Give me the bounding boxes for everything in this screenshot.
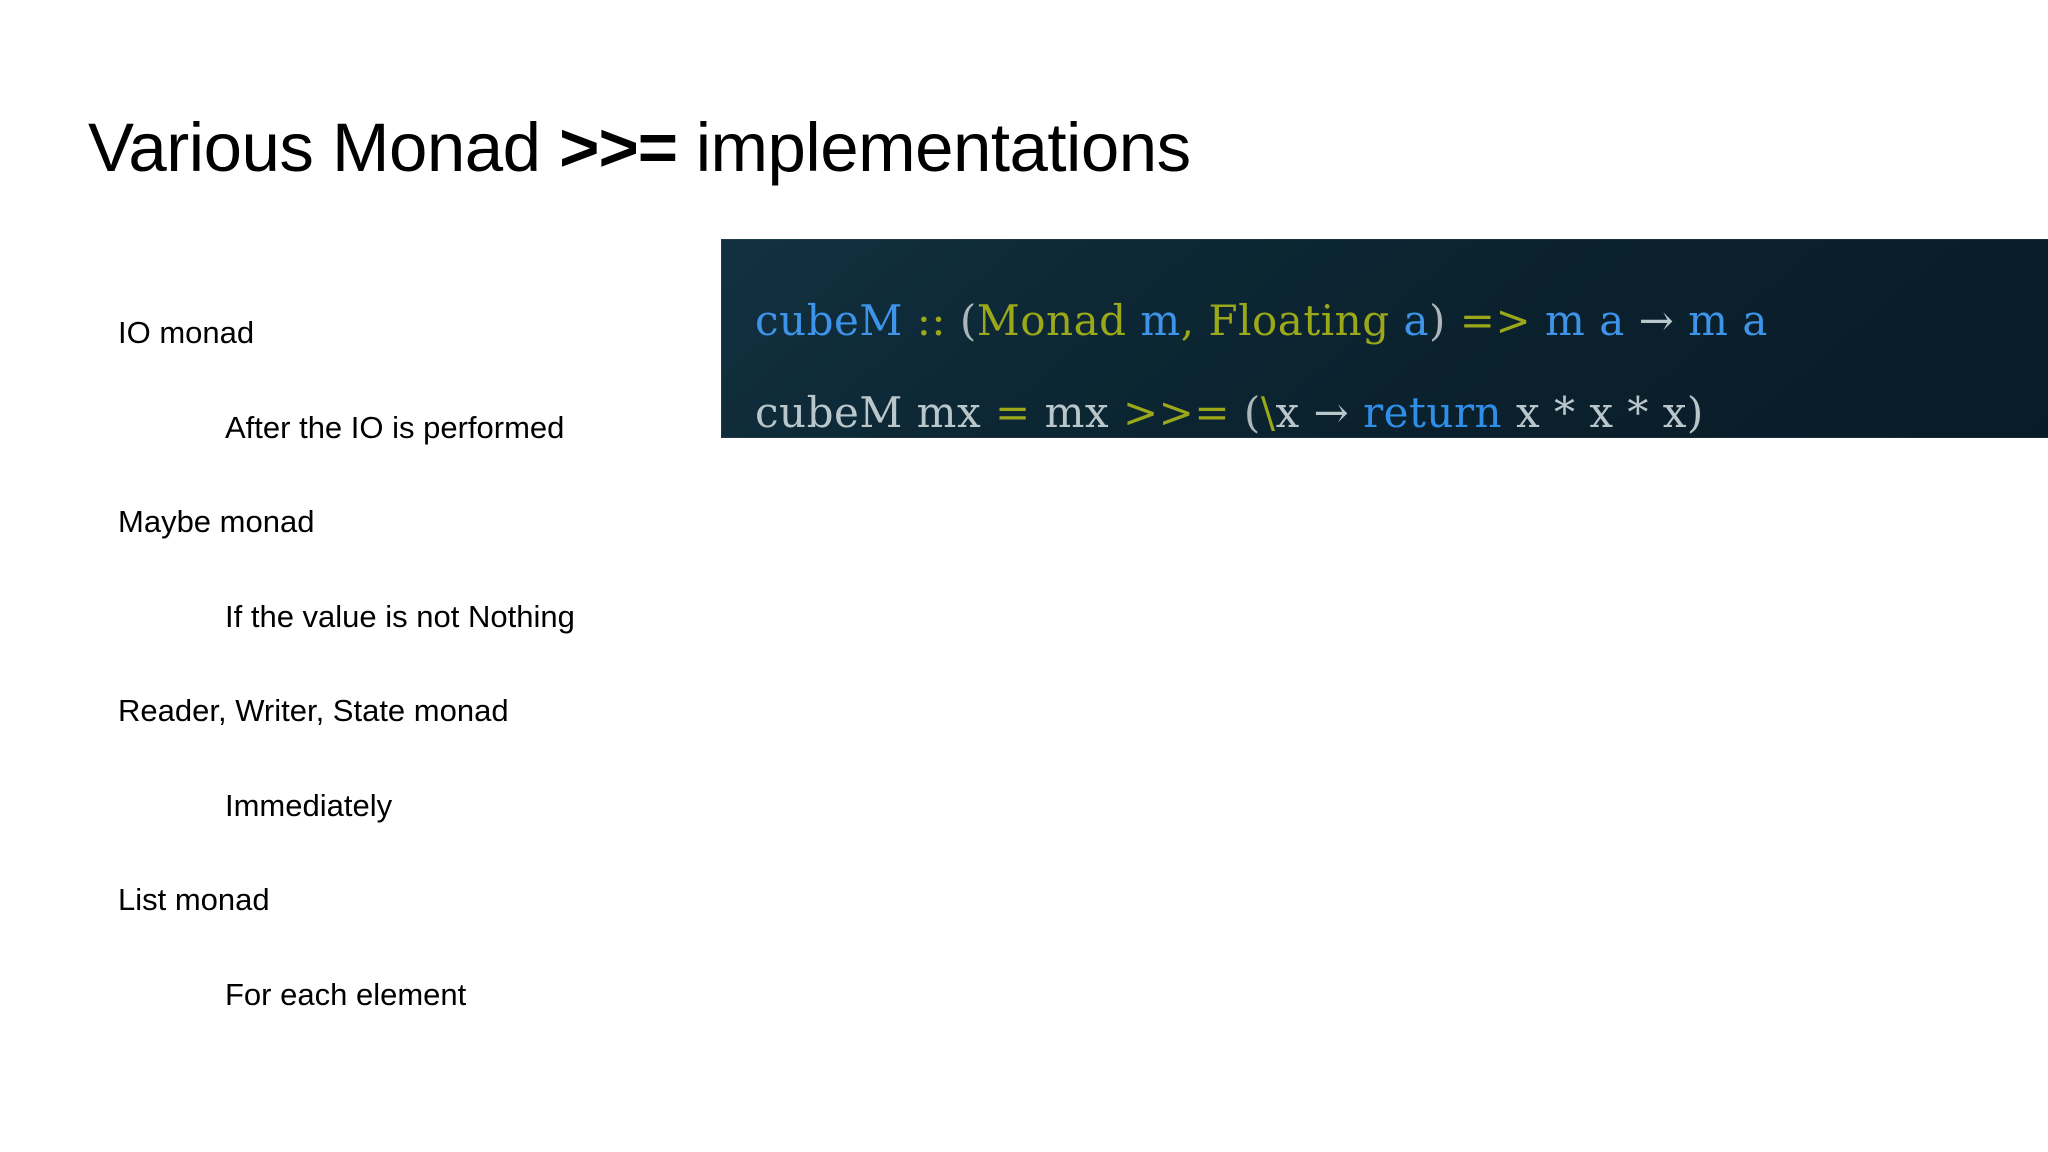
code-token	[1300, 388, 1314, 437]
code-token	[1728, 296, 1742, 345]
list-item: IO monad	[118, 315, 255, 350]
code-token: x	[1275, 388, 1300, 437]
code-token: *	[1627, 388, 1649, 437]
code-token	[1390, 296, 1404, 345]
code-token: x)	[1662, 388, 1704, 437]
code-token	[1446, 296, 1460, 345]
code-token: return	[1363, 388, 1503, 437]
code-token: )	[1429, 296, 1446, 345]
code-token	[1349, 388, 1363, 437]
code-token	[1195, 296, 1209, 345]
code-token: =	[995, 388, 1031, 437]
code-token	[1649, 388, 1663, 437]
code-token: mx	[1044, 388, 1110, 437]
code-token: \	[1260, 388, 1276, 437]
code-token	[1575, 388, 1589, 437]
list-item: Immediately	[225, 787, 393, 823]
code-token: x	[1515, 388, 1541, 437]
code-token	[1585, 296, 1599, 345]
code-token: *	[1553, 388, 1576, 437]
code-token: a	[1742, 296, 1768, 345]
code-token	[1502, 388, 1516, 437]
code-token: =>	[1459, 296, 1532, 345]
code-token: →	[1313, 388, 1350, 437]
code-token: (	[1243, 388, 1261, 437]
title-suffix: implementations	[677, 109, 1191, 186]
code-token: x	[1589, 388, 1614, 437]
list-item: If the value is not Nothing	[225, 598, 575, 634]
title-bind-operator: >>=	[559, 109, 678, 186]
code-token: a	[1403, 296, 1429, 345]
code-token	[981, 388, 995, 437]
code-token: a	[1599, 296, 1625, 345]
code-token	[946, 296, 960, 345]
code-token	[1127, 296, 1141, 345]
code-token: →	[1638, 296, 1675, 345]
code-token: Floating	[1208, 296, 1390, 345]
list-item: For each element	[225, 976, 467, 1012]
code-token	[1531, 296, 1545, 345]
code-token	[1230, 388, 1244, 437]
code-token: m	[1545, 296, 1586, 345]
code-block: cubeM :: (Monad m, Floating a) => m a → …	[721, 239, 2048, 438]
code-token	[1109, 388, 1123, 437]
code-token: >>=	[1122, 388, 1231, 437]
list-item: Reader, Writer, State monad	[118, 693, 509, 728]
code-token	[1625, 296, 1639, 345]
code-token: ,	[1180, 296, 1195, 345]
code-token	[903, 296, 917, 345]
list-item: Maybe monad	[118, 504, 315, 539]
code-token: cubeM	[755, 296, 903, 345]
code-line: cubeM mx = mx >>= (\x → return x * x * x…	[755, 367, 2048, 438]
code-line: cubeM :: (Monad m, Floating a) => m a → …	[755, 275, 2048, 367]
code-token	[1674, 296, 1688, 345]
code-token	[1540, 388, 1554, 437]
code-token: (	[959, 296, 977, 345]
code-token: ::	[916, 296, 946, 345]
page-title: Various Monad >>= implementations	[88, 109, 1888, 186]
code-token	[1031, 388, 1045, 437]
title-prefix: Various Monad	[88, 109, 560, 186]
code-token	[1614, 388, 1628, 437]
list-item: After the IO is performed	[225, 409, 565, 445]
code-token: Monad	[976, 296, 1127, 345]
code-token: m	[1140, 296, 1181, 345]
list-item: List monad	[118, 882, 270, 917]
code-token: m	[1688, 296, 1729, 345]
code-token: cubeM mx	[755, 388, 982, 437]
